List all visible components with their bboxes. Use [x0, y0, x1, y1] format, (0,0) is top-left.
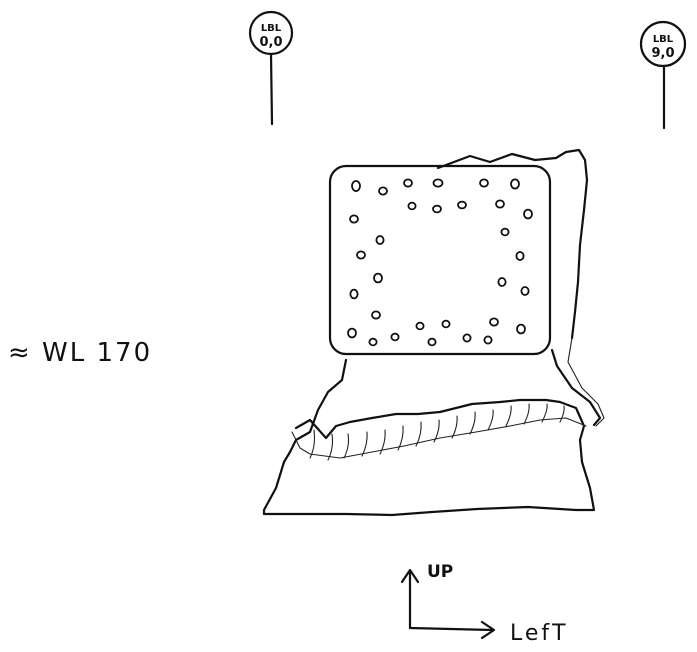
- marker-lbl-0-0: LBL 0,0: [250, 12, 292, 124]
- perforated-cartridge: [330, 166, 550, 354]
- marker-top-label: LBL: [261, 23, 282, 34]
- left-label: LefT: [510, 621, 569, 646]
- orientation-indicator: UP LefT: [402, 562, 569, 646]
- stone-right-edge-inner: [568, 338, 604, 426]
- up-label: UP: [427, 562, 453, 582]
- stone-object: [264, 150, 604, 515]
- marker-stem: [271, 54, 272, 124]
- stone-top-edge: [438, 150, 587, 338]
- left-arrow: [410, 622, 494, 638]
- up-arrow: [402, 570, 418, 628]
- marker-top-label: LBL: [653, 34, 674, 45]
- marker-coordinate: 9,0: [651, 46, 674, 61]
- cartridge-outline: [330, 166, 550, 354]
- marker-lbl-9-0: LBL 9,0: [641, 22, 685, 128]
- cartridge-holes: [348, 179, 532, 345]
- marker-coordinate: 0,0: [259, 35, 282, 50]
- stone-right-edge: [552, 350, 600, 425]
- water-level-note: ≈ WL 170: [8, 338, 152, 368]
- stone-slab-outline: [264, 360, 594, 515]
